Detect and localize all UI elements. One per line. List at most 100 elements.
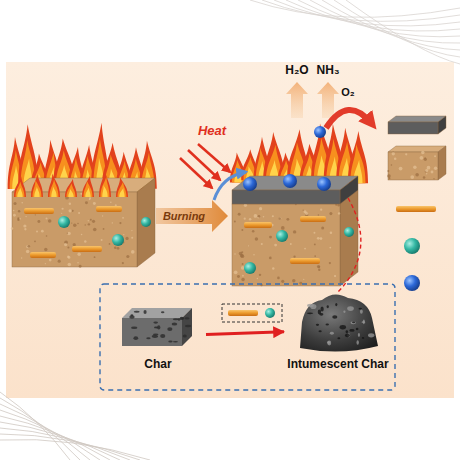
flame-layer xyxy=(17,188,22,197)
decorative-arc xyxy=(0,439,150,460)
texture-dot xyxy=(387,174,391,178)
texture-dot xyxy=(46,235,48,237)
char-image xyxy=(122,308,192,346)
flame-layer xyxy=(119,188,124,197)
char-pore xyxy=(319,330,322,332)
oxygen-barrier-arrow xyxy=(326,110,372,128)
decorative-arc xyxy=(286,0,460,31)
texture-dot xyxy=(279,217,281,219)
texture-dot xyxy=(18,210,20,212)
texture-dot xyxy=(238,213,241,216)
char-pore xyxy=(129,315,134,318)
texture-dot xyxy=(281,226,285,230)
texture-dot xyxy=(67,233,68,234)
texture-dot xyxy=(48,219,52,223)
texture-dot xyxy=(269,257,272,260)
texture-dot xyxy=(274,244,277,247)
texture-dot xyxy=(67,232,71,236)
texture-dot xyxy=(261,243,263,245)
flame-layer xyxy=(84,181,93,197)
char-pore xyxy=(335,303,337,306)
texture-dot xyxy=(234,253,236,255)
flame-layer xyxy=(16,182,25,197)
texture-dot xyxy=(420,156,424,160)
texture-dot xyxy=(426,173,428,175)
char-pore xyxy=(340,325,346,329)
flame-layer xyxy=(85,187,90,197)
decorative-arc xyxy=(322,0,460,50)
flame-layer xyxy=(51,187,56,197)
texture-dot xyxy=(110,201,112,203)
process-label: Burning xyxy=(152,210,216,222)
teal-sphere xyxy=(112,234,124,246)
texture-dot xyxy=(77,253,80,256)
char-top xyxy=(122,308,192,318)
block xyxy=(232,190,358,286)
texture-dot xyxy=(73,243,76,246)
texture-dot xyxy=(415,173,419,177)
flame-layer xyxy=(33,180,42,197)
decorative-arc xyxy=(0,392,70,460)
texture-dot xyxy=(122,262,124,264)
char-pore xyxy=(347,306,354,311)
char-pore xyxy=(307,313,313,315)
decorative-arc xyxy=(0,434,140,460)
texture-dot xyxy=(290,243,292,245)
char-pore xyxy=(332,315,337,318)
texture-dot xyxy=(421,151,425,155)
char-pore xyxy=(173,341,178,343)
flames xyxy=(230,124,368,184)
char-pore xyxy=(349,329,354,332)
texture-dot xyxy=(17,217,19,219)
char-pore xyxy=(359,308,362,310)
char-pore xyxy=(330,332,334,335)
texture-dot xyxy=(413,166,417,170)
texture-dot xyxy=(11,227,13,229)
texture-dot xyxy=(387,170,389,172)
texture-dot xyxy=(240,254,243,257)
char-pore xyxy=(368,333,374,337)
texture-dot xyxy=(252,230,255,233)
teal-sphere xyxy=(276,230,288,242)
texture-dot xyxy=(85,201,88,204)
block-side xyxy=(137,178,155,267)
texture-dot xyxy=(254,214,258,218)
texture-dot xyxy=(45,217,47,219)
gas-release-arrow xyxy=(286,82,308,118)
flame-layer xyxy=(67,183,76,197)
decorative-arc xyxy=(298,0,460,37)
char-pore xyxy=(133,336,138,340)
flame-layer xyxy=(14,177,26,197)
texture-dot xyxy=(299,282,302,285)
texture-dot xyxy=(269,236,272,239)
teal-sphere xyxy=(265,308,275,318)
texture-dot xyxy=(242,263,244,265)
image-label-box: Char xyxy=(110,300,206,372)
background-panel xyxy=(6,62,454,398)
flame-layer xyxy=(101,177,110,197)
texture-dot xyxy=(34,240,36,242)
texture-dot xyxy=(314,244,316,246)
texture-dot xyxy=(424,158,427,161)
texture-dot xyxy=(61,213,62,214)
block-top xyxy=(232,190,358,204)
texture-dot xyxy=(26,250,30,254)
texture-dot xyxy=(85,224,86,225)
heat-arrow xyxy=(180,158,212,188)
texture-dot xyxy=(88,220,89,221)
char-pore xyxy=(320,306,323,311)
texture-dot xyxy=(122,217,124,219)
char-pore xyxy=(180,317,184,320)
texture-dot xyxy=(92,220,95,223)
char-pore xyxy=(352,322,355,324)
char-pore xyxy=(131,327,137,329)
texture-dot xyxy=(334,275,336,277)
texture-dot xyxy=(21,257,22,258)
texture-dot xyxy=(84,240,86,242)
texture-dot xyxy=(242,275,244,277)
texture-dot xyxy=(423,176,426,179)
texture-dot xyxy=(253,254,255,256)
char-pore xyxy=(327,305,329,308)
